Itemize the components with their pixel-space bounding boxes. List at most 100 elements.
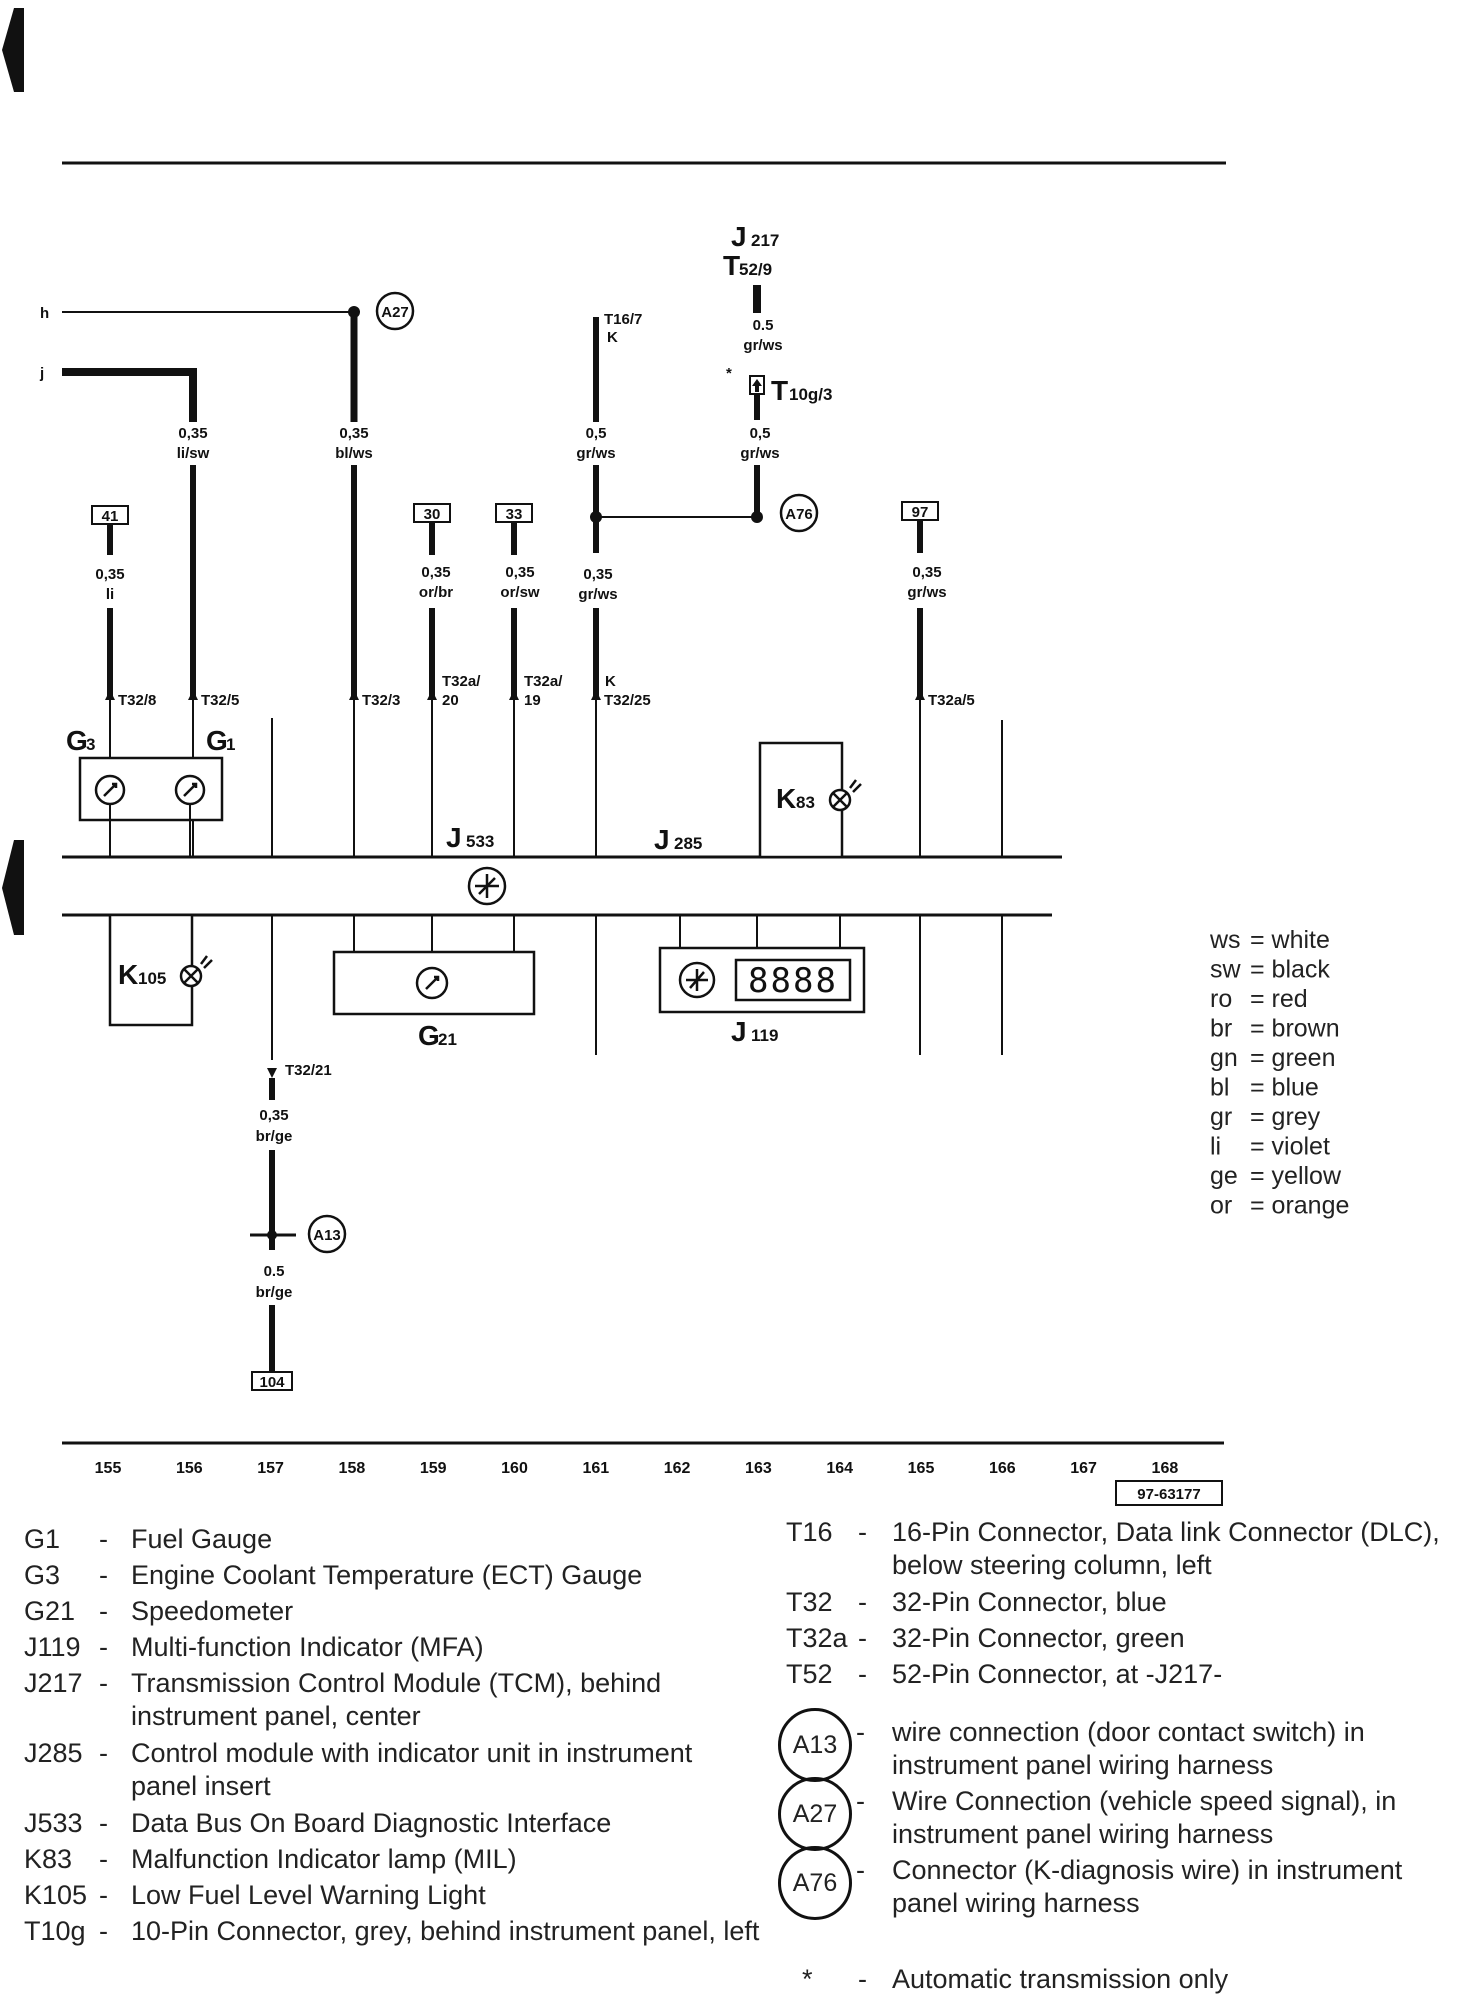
unit-lower-lines bbox=[595, 915, 1003, 1055]
legend-name-sw: = black bbox=[1250, 956, 1330, 984]
desc-right-item: T16-16-Pin Connector, Data link Connecto… bbox=[786, 1516, 1466, 1580]
desc-left-code: K83 bbox=[24, 1844, 73, 1874]
legend-name-ws: = white bbox=[1250, 926, 1330, 954]
j119-symbol-lines bbox=[686, 969, 708, 991]
g3-main: G bbox=[66, 725, 88, 756]
desc-left-code: G1 bbox=[24, 1524, 61, 1554]
footnote-symbol: * bbox=[802, 1964, 813, 1994]
t52-sub: 52/9 bbox=[739, 260, 772, 279]
connector-a27-label: A27 bbox=[381, 304, 409, 321]
column-number: 165 bbox=[908, 1460, 935, 1477]
wire-155-color: li bbox=[106, 586, 114, 603]
g21-main: G bbox=[418, 1020, 440, 1051]
k105-lamp-cross bbox=[183, 955, 213, 984]
desc-left-item: G21-Speedometer bbox=[24, 1595, 764, 1628]
desc-left-dash: - bbox=[99, 1632, 108, 1662]
desc-left-dash: - bbox=[99, 1844, 108, 1874]
desc-left-dash: - bbox=[99, 1560, 108, 1590]
g3-sub: 3 bbox=[86, 735, 95, 754]
g1-sub: 1 bbox=[226, 735, 235, 754]
legend-name-or: = orange bbox=[1250, 1192, 1349, 1220]
desc-left-text: Transmission Control Module (TCM), behin… bbox=[131, 1668, 662, 1731]
g21-leads bbox=[353, 915, 515, 952]
terminal-33: 33 bbox=[506, 506, 523, 523]
connector-a13-circle[interactable] bbox=[307, 1214, 347, 1254]
desc-right-item: T32-32-Pin Connector, blue bbox=[786, 1586, 1466, 1619]
legend-code-br: br bbox=[1210, 1015, 1232, 1043]
desc-right-dash: - bbox=[858, 1587, 867, 1617]
desc-left-item: J217-Transmission Control Module (TCM), … bbox=[24, 1667, 764, 1731]
legend-code-bl: bl bbox=[1210, 1074, 1229, 1102]
t16-k-label: K bbox=[607, 329, 618, 346]
wire-165-color: gr/ws bbox=[907, 584, 946, 601]
column-number: 166 bbox=[989, 1460, 1016, 1477]
j217-sub: 217 bbox=[751, 231, 779, 250]
unit-internal-lines bbox=[109, 700, 1003, 857]
legend-name-li: = violet bbox=[1250, 1133, 1330, 1161]
connector-a76-circle[interactable] bbox=[779, 493, 819, 533]
desc-left-dash: - bbox=[99, 1668, 108, 1698]
desc-left-text: Malfunction Indicator lamp (MIL) bbox=[131, 1844, 517, 1874]
pin-159-b: 20 bbox=[442, 692, 459, 709]
desc-circle-a76: A76 bbox=[778, 1846, 852, 1920]
drawing-number-box bbox=[1115, 1480, 1223, 1506]
desc-right-text: 32-Pin Connector, green bbox=[892, 1623, 1185, 1653]
desc-left-dash: - bbox=[99, 1808, 108, 1838]
wire-161top-size: 0,5 bbox=[586, 425, 607, 442]
desc-circle-text: Wire Connection (vehicle speed signal), … bbox=[892, 1786, 1397, 1849]
desc-left-text: Control module with indicator unit in in… bbox=[131, 1738, 693, 1801]
wire-165-size: 0,35 bbox=[912, 564, 941, 581]
g1-needle bbox=[183, 782, 198, 797]
pin-arrows bbox=[105, 690, 925, 700]
legend-code-gn: gn bbox=[1210, 1044, 1238, 1072]
desc-left-item: J119-Multi-function Indicator (MFA) bbox=[24, 1631, 764, 1664]
desc-right-code: T52 bbox=[786, 1659, 833, 1689]
j119-main: J bbox=[731, 1016, 747, 1047]
desc-circle-dash: - bbox=[856, 1786, 865, 1816]
legend-name-ro: = red bbox=[1250, 985, 1308, 1013]
t10g-arrow-icon bbox=[752, 379, 762, 392]
column-number: 157 bbox=[257, 1460, 284, 1477]
wire-h-label: h bbox=[40, 305, 49, 322]
g21-needle bbox=[425, 975, 440, 990]
desc-right-item: T52-52-Pin Connector, at -J217- bbox=[786, 1658, 1466, 1691]
desc-left-dash: - bbox=[99, 1880, 108, 1910]
wire-155-size: 0,35 bbox=[95, 566, 124, 583]
j285-main: J bbox=[654, 824, 670, 855]
pin-158: T32/3 bbox=[362, 692, 400, 709]
desc-left-item: K105-Low Fuel Level Warning Light bbox=[24, 1879, 764, 1912]
terminal-41: 41 bbox=[102, 508, 119, 525]
column-number: 163 bbox=[745, 1460, 772, 1477]
j119-leads bbox=[679, 915, 841, 948]
terminal-30: 30 bbox=[424, 506, 441, 523]
wire-163a-color: gr/ws bbox=[743, 337, 782, 354]
desc-left-item: J285-Control module with indicator unit … bbox=[24, 1737, 764, 1801]
desc-circle-a27: A27 bbox=[778, 1777, 852, 1851]
desc-right-code: T16 bbox=[786, 1517, 833, 1547]
pin-157: T32/21 bbox=[285, 1062, 332, 1079]
legend-code-ro: ro bbox=[1210, 985, 1232, 1013]
desc-left-text: Speedometer bbox=[131, 1596, 294, 1626]
pin-161-k: K bbox=[605, 673, 616, 690]
pin-159-a: T32a/ bbox=[442, 673, 481, 690]
desc-left-dash: - bbox=[99, 1738, 108, 1768]
wire-157b-color: br/ge bbox=[256, 1284, 293, 1301]
j285-sub: 285 bbox=[674, 834, 702, 853]
k105-sub: 105 bbox=[138, 969, 166, 988]
page-turn-arrow-top[interactable] bbox=[2, 8, 24, 92]
legend-name-br: = brown bbox=[1250, 1015, 1340, 1043]
column-number: 162 bbox=[664, 1460, 691, 1477]
column-number: 159 bbox=[420, 1460, 447, 1477]
page-turn-arrow-middle[interactable] bbox=[2, 840, 24, 935]
j119-display-frame bbox=[734, 958, 852, 1002]
legend-code-gr: gr bbox=[1210, 1103, 1232, 1131]
desc-circle-text: Connector (K-diagnosis wire) in instrume… bbox=[892, 1855, 1403, 1918]
desc-left-dash: - bbox=[99, 1524, 108, 1554]
desc-circle-text: wire connection (door contact switch) in… bbox=[892, 1717, 1365, 1780]
desc-left-item: T10g-10-Pin Connector, grey, behind inst… bbox=[24, 1915, 764, 1948]
connector-a27-circle[interactable] bbox=[375, 291, 415, 331]
desc-circle-dash: - bbox=[856, 1855, 865, 1885]
desc-right-dash: - bbox=[858, 1659, 867, 1689]
